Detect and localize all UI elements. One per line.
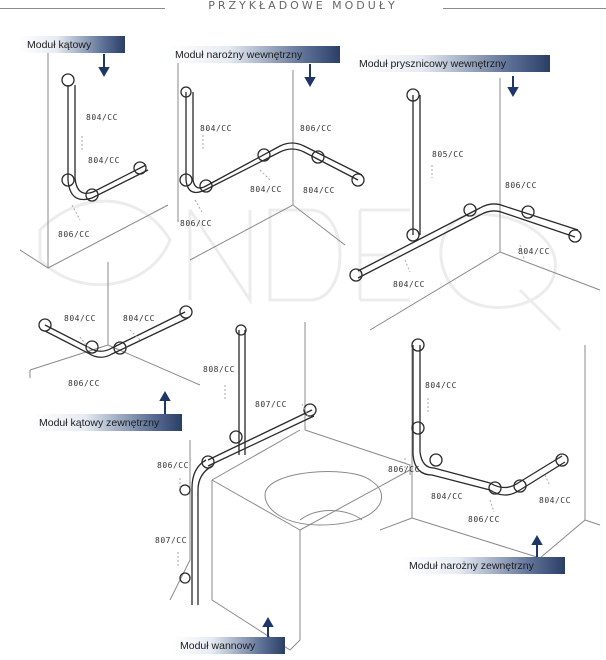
code-804-m6-right: 804/CC	[539, 496, 571, 505]
label-modul-katowy: Moduł kątowy	[20, 36, 125, 53]
label-modul-narozny-zewnetrzny: Moduł narożny zewnętrzny	[402, 557, 565, 574]
code-806-m3: 806/CC	[505, 181, 537, 190]
grab-bars	[38, 73, 582, 605]
code-804-m3-right: 804/CC	[518, 247, 550, 256]
code-804-m4-left: 804/CC	[64, 314, 96, 323]
direction-arrows	[98, 54, 543, 640]
page-header: PRZYKŁADOWE MODUŁY	[0, 0, 606, 16]
code-804-m1-vertical: 804/CC	[86, 113, 118, 122]
code-804-m2-right: 804/CC	[303, 186, 335, 195]
code-804-m1-horizontal: 804/CC	[88, 156, 120, 165]
code-806-m1: 806/CC	[58, 230, 90, 239]
label-modul-prysznicowy-wewnetrzny: Moduł prysznicowy wewnętrzny	[352, 55, 550, 72]
arrow-narozny-wewnetrzny-icon	[304, 64, 316, 88]
label-modul-narozny-wewnetrzny: Moduł narożny wewnętrzny	[168, 46, 340, 63]
code-806-m2-top: 806/CC	[300, 124, 332, 133]
code-807-m5-side: 807/CC	[155, 536, 187, 545]
code-805-m3: 805/CC	[432, 150, 464, 159]
code-806-m4: 806/CC	[68, 379, 100, 388]
arrow-katowy-icon	[98, 54, 110, 78]
arrow-katowy-zewnetrzny-icon	[159, 390, 171, 414]
code-807-m5-top: 807/CC	[255, 400, 287, 409]
arrow-narozny-zewnetrzny-icon	[531, 534, 543, 558]
page-title: PRZYKŁADOWE MODUŁY	[208, 0, 398, 12]
code-804-m6-vertical: 804/CC	[425, 381, 457, 390]
room-lines	[19, 44, 601, 651]
code-806-m6-left: 806/CC	[388, 465, 420, 474]
code-808-m5: 808/CC	[203, 365, 235, 374]
header-rule-right	[443, 8, 606, 9]
arrow-prysznicowy-icon	[507, 76, 519, 98]
code-804-m2-vertical: 804/CC	[200, 124, 232, 133]
label-modul-katowy-zewnetrzny: Moduł kątowy zewnętrzny	[32, 414, 182, 431]
code-806-m5: 806/CC	[157, 461, 189, 470]
label-modul-wannowy: Moduł wannowy	[173, 637, 285, 654]
code-804-m4-right: 804/CC	[123, 314, 155, 323]
code-804-m2-left: 804/CC	[250, 185, 282, 194]
code-806-m2-bottom: 806/CC	[180, 219, 212, 228]
watermark-logo	[38, 199, 562, 332]
header-rule-left	[0, 8, 165, 9]
code-806-m6-bottom: 806/CC	[468, 515, 500, 524]
code-804-m6-mid: 804/CC	[431, 492, 463, 501]
dimension-marks	[71, 135, 551, 566]
code-804-m3-bottom: 804/CC	[393, 280, 425, 289]
